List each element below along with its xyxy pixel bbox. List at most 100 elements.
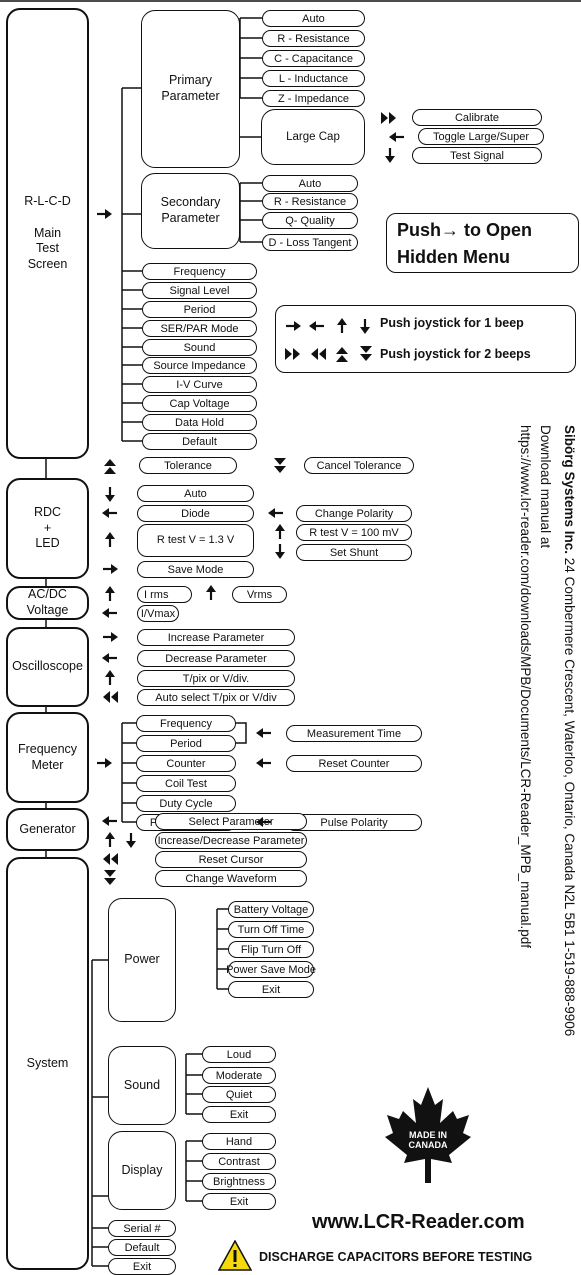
pulse-polarity-option[interactable]: Pulse Polarity xyxy=(286,814,422,831)
up-arrow-icon xyxy=(103,830,117,849)
rdc-diode-option[interactable]: Diode xyxy=(137,505,254,522)
sound-box[interactable]: Sound xyxy=(108,1046,176,1125)
decrease-parameter-option[interactable]: Decrease Parameter xyxy=(137,650,295,667)
irms-option[interactable]: I rms xyxy=(137,586,192,603)
left-arrow-icon xyxy=(254,815,273,829)
website-link[interactable]: www.LCR-Reader.com xyxy=(312,1211,525,1233)
rdc-auto-option[interactable]: Auto xyxy=(137,485,254,502)
up-arrow-icon xyxy=(335,316,349,335)
secondary-parameter-box[interactable]: Secondary Parameter xyxy=(141,173,240,249)
setting-source-impedance[interactable]: Source Impedance xyxy=(142,357,257,374)
down-arrow-icon xyxy=(124,831,138,850)
set-shunt-option[interactable]: Set Shunt xyxy=(296,544,412,561)
cancel-tolerance-option[interactable]: Cancel Tolerance xyxy=(304,457,414,474)
left-arrow-icon xyxy=(387,130,406,144)
freq-frequency-option[interactable]: Frequency xyxy=(136,715,236,732)
primary-auto-option[interactable]: Auto xyxy=(262,10,365,27)
change-polarity-option[interactable]: Change Polarity xyxy=(296,505,412,522)
rtest-13v-option[interactable]: R test V = 1.3 V xyxy=(137,524,254,557)
system-default-option[interactable]: Default xyxy=(108,1239,176,1256)
company-address: 24 Combermere Crescent, Waterloo, Ontari… xyxy=(562,554,577,1037)
freq-period-option[interactable]: Period xyxy=(136,735,236,752)
sound-quiet-option[interactable]: Quiet xyxy=(202,1086,276,1103)
setting-period[interactable]: Period xyxy=(142,301,257,318)
flip-turn-off-option[interactable]: Flip Turn Off xyxy=(228,941,314,958)
tpix-vdiv-option[interactable]: T/pix or V/div. xyxy=(137,670,295,687)
primary-capacitance-option[interactable]: C - Capacitance xyxy=(262,50,365,67)
hidden-menu-line1: Push→ to Open xyxy=(397,220,532,240)
up-arrow-icon xyxy=(103,584,117,603)
left-arrow-icon xyxy=(307,319,326,333)
system-box[interactable]: System xyxy=(6,857,89,1270)
acdc-voltage-box[interactable]: AC/DC Voltage xyxy=(6,586,89,620)
power-save-mode-option[interactable]: Power Save Mode xyxy=(226,961,316,978)
freq-counter-option[interactable]: Counter xyxy=(136,755,236,772)
left-arrow-icon xyxy=(100,651,119,665)
vrms-option[interactable]: Vrms xyxy=(232,586,287,603)
double-right-arrow-icon xyxy=(381,112,396,124)
display-contrast-option[interactable]: Contrast xyxy=(202,1153,276,1170)
setting-iv-curve[interactable]: I-V Curve xyxy=(142,376,257,393)
one-beep-label: Push joystick for 1 beep xyxy=(380,316,524,330)
power-exit-option[interactable]: Exit xyxy=(228,981,314,998)
secondary-auto-option[interactable]: Auto xyxy=(262,175,358,192)
sound-loud-option[interactable]: Loud xyxy=(202,1046,276,1063)
select-parameter-option[interactable]: Select Parameter xyxy=(155,813,307,830)
setting-frequency[interactable]: Frequency xyxy=(142,263,257,280)
change-waveform-option[interactable]: Change Waveform xyxy=(155,870,307,887)
main-test-screen-box[interactable]: R-L-C-D Main Test Screen xyxy=(6,8,89,459)
generator-box[interactable]: Generator xyxy=(6,808,89,851)
reset-counter-option[interactable]: Reset Counter xyxy=(286,755,422,772)
frequency-meter-box[interactable]: Frequency Meter xyxy=(6,712,89,803)
large-cap-box[interactable]: Large Cap xyxy=(261,109,365,165)
test-signal-option[interactable]: Test Signal xyxy=(412,147,542,164)
display-box[interactable]: Display xyxy=(108,1131,176,1210)
setting-default[interactable]: Default xyxy=(142,433,257,450)
setting-sound[interactable]: Sound xyxy=(142,339,257,356)
double-left-arrow-icon xyxy=(103,691,118,703)
auto-select-tpix-option[interactable]: Auto select T/pix or V/div xyxy=(137,689,295,706)
serial-number-option[interactable]: Serial # xyxy=(108,1220,176,1237)
reset-cursor-option[interactable]: Reset Cursor xyxy=(155,851,307,868)
increase-decrease-parameter-option[interactable]: Increase/Decrease Parameter xyxy=(155,832,307,849)
left-arrow-icon xyxy=(100,506,119,520)
tolerance-option[interactable]: Tolerance xyxy=(139,457,237,474)
secondary-resistance-option[interactable]: R - Resistance xyxy=(262,193,358,210)
secondary-loss-tangent-option[interactable]: D - Loss Tangent xyxy=(262,234,358,251)
calibrate-option[interactable]: Calibrate xyxy=(412,109,542,126)
setting-signal-level[interactable]: Signal Level xyxy=(142,282,257,299)
setting-ser-par-mode[interactable]: SER/PAR Mode xyxy=(142,320,257,337)
battery-voltage-option[interactable]: Battery Voltage xyxy=(228,901,314,918)
toggle-large-super-option[interactable]: Toggle Large/Super xyxy=(418,128,544,145)
rdc-led-box[interactable]: RDC + LED xyxy=(6,478,89,579)
setting-data-hold[interactable]: Data Hold xyxy=(142,414,257,431)
freq-duty-cycle-option[interactable]: Duty Cycle xyxy=(136,795,236,812)
increase-parameter-option[interactable]: Increase Parameter xyxy=(137,629,295,646)
power-box[interactable]: Power xyxy=(108,898,176,1022)
primary-impedance-option[interactable]: Z - Impedance xyxy=(262,90,365,107)
sound-moderate-option[interactable]: Moderate xyxy=(202,1067,276,1084)
system-exit-option[interactable]: Exit xyxy=(108,1258,176,1275)
secondary-quality-option[interactable]: Q- Quality xyxy=(262,212,358,229)
ivmax-option[interactable]: I/Vmax xyxy=(137,605,179,622)
turn-off-time-option[interactable]: Turn Off Time xyxy=(228,921,314,938)
primary-resistance-option[interactable]: R - Resistance xyxy=(262,30,365,47)
maple-leaf-logo: MADE IN CANADA xyxy=(385,1087,471,1183)
save-mode-option[interactable]: Save Mode xyxy=(137,561,254,578)
measurement-time-option[interactable]: Measurement Time xyxy=(286,725,422,742)
up-arrow-icon xyxy=(103,668,117,687)
manual-url[interactable]: https://www.lcr-reader.com/downloads/MPB… xyxy=(518,425,533,948)
display-brightness-option[interactable]: Brightness xyxy=(202,1173,276,1190)
oscilloscope-box[interactable]: Oscilloscope xyxy=(6,627,89,707)
two-beeps-label: Push joystick for 2 beeps xyxy=(380,347,531,361)
display-exit-option[interactable]: Exit xyxy=(202,1193,276,1210)
sound-exit-option[interactable]: Exit xyxy=(202,1106,276,1123)
rtest-100mv-option[interactable]: R test V = 100 mV xyxy=(296,524,412,541)
freq-coil-test-option[interactable]: Coil Test xyxy=(136,775,236,792)
primary-inductance-option[interactable]: L - Inductance xyxy=(262,70,365,87)
primary-parameter-box[interactable]: Primary Parameter xyxy=(141,10,240,168)
display-hand-option[interactable]: Hand xyxy=(202,1133,276,1150)
right-arrow-icon xyxy=(95,756,114,770)
setting-cap-voltage[interactable]: Cap Voltage xyxy=(142,395,257,412)
hidden-menu-line2: Hidden Menu xyxy=(397,247,510,267)
